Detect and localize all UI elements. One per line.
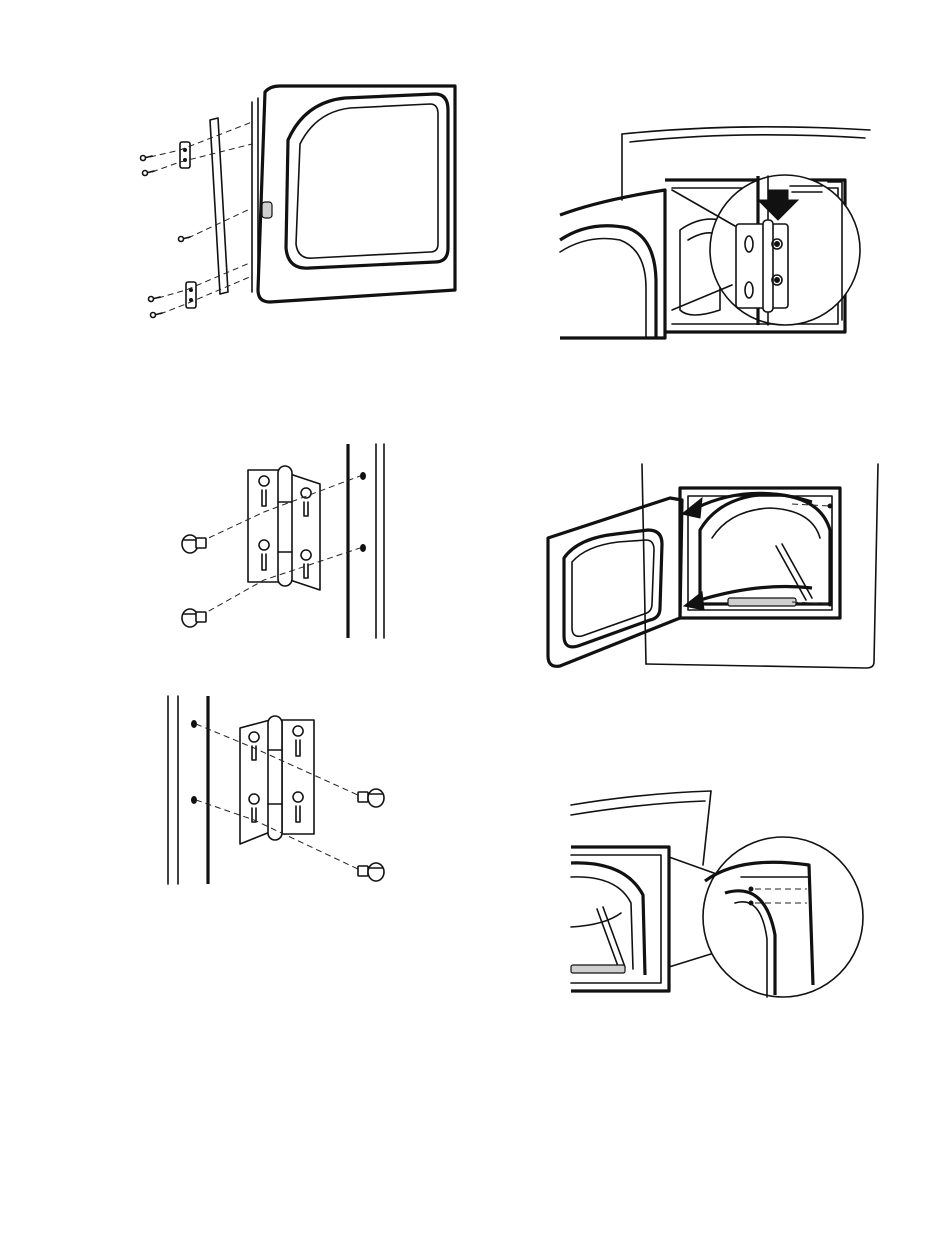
fig-door-reversal — [540, 458, 885, 673]
door-window-inner — [296, 104, 438, 258]
hinge-plate-detail — [736, 224, 788, 308]
fig-hinge-lift-detail — [560, 120, 880, 340]
door-latch-icon — [262, 202, 272, 218]
fig-screw-holes-detail — [565, 785, 865, 1005]
trim-strip — [210, 118, 228, 294]
screw-icon — [358, 789, 384, 881]
door-window-outer — [286, 94, 448, 268]
screw-icon — [182, 535, 206, 627]
lint-screen-icon — [728, 598, 796, 606]
hinge-pin-barrel — [268, 716, 282, 840]
swing-arrow-top-icon — [682, 498, 702, 518]
fig-hinge-right-side — [170, 440, 410, 650]
screw-icon — [141, 156, 191, 318]
upper-hinge-plate — [180, 142, 190, 168]
fig-door-trim-removal — [130, 80, 470, 330]
fig-hinge-left-side — [160, 692, 400, 892]
hinge-pin-barrel — [278, 466, 292, 586]
swing-arrow-bottom-icon — [684, 592, 704, 610]
lower-hinge-plate — [186, 282, 196, 308]
open-door-outline — [560, 190, 665, 338]
lint-screen-icon — [571, 965, 625, 973]
